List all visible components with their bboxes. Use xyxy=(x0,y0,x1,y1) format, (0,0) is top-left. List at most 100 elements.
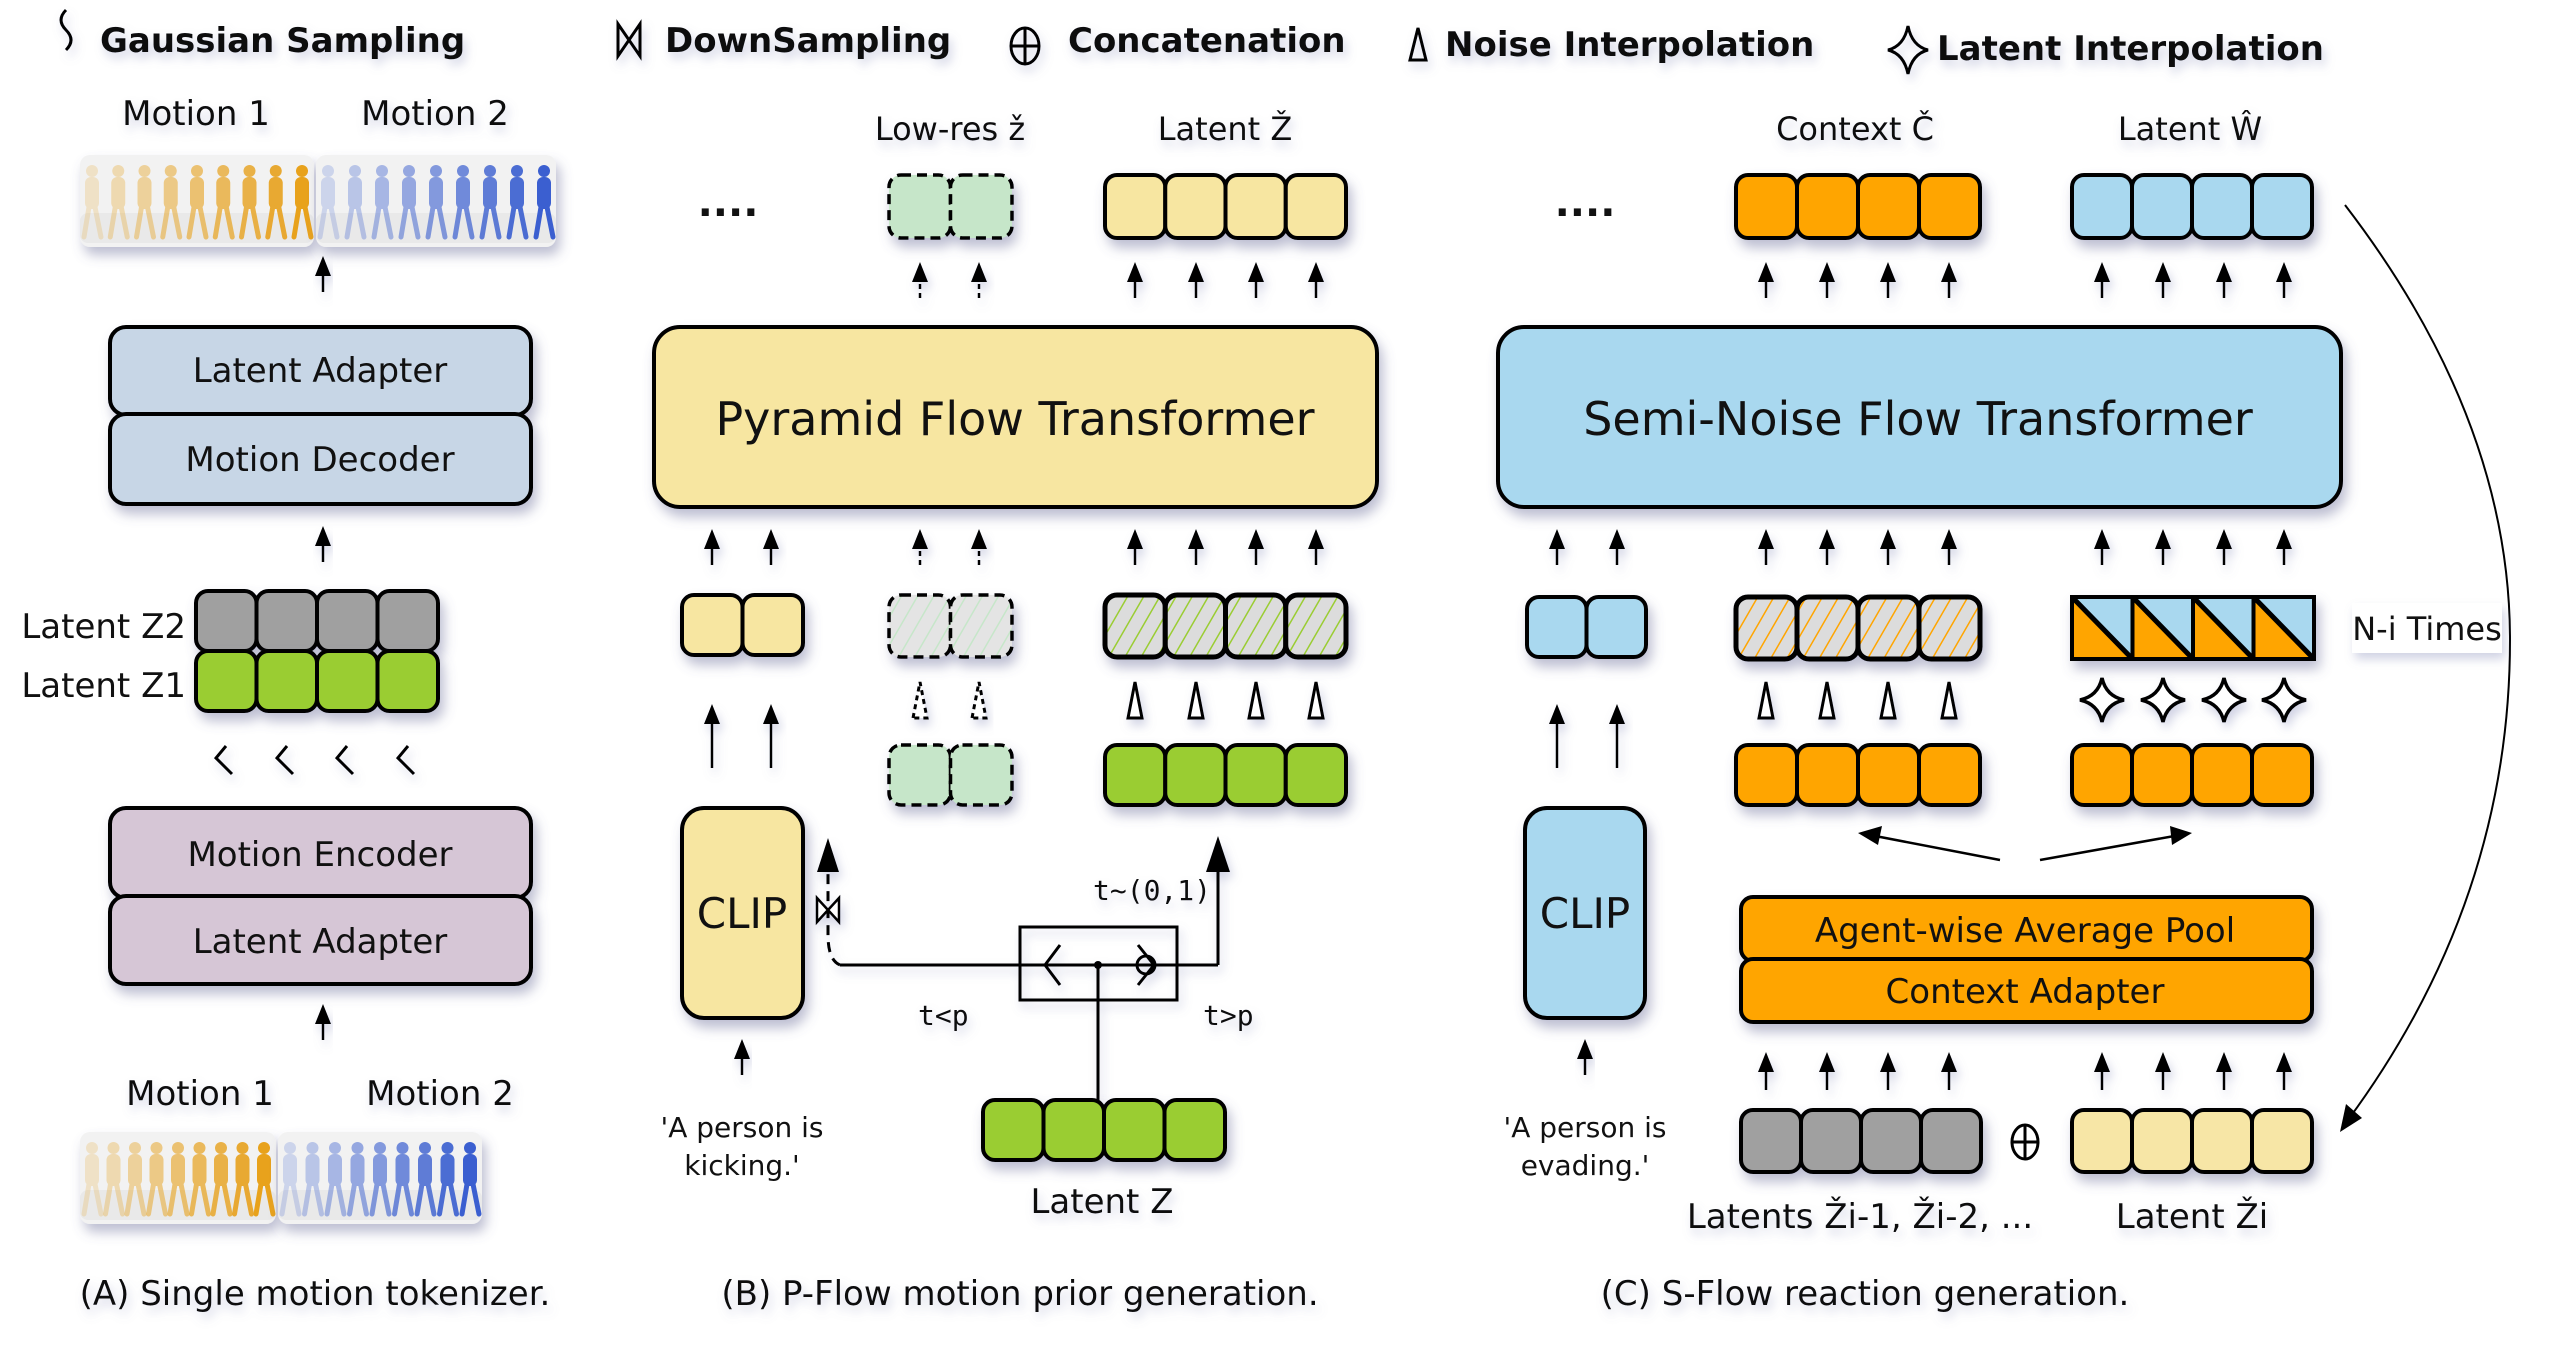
token xyxy=(1525,595,1589,659)
concatenation-icon xyxy=(1009,26,1041,66)
latent-interpolation-icon xyxy=(1887,25,1929,75)
loop-label: N-i Times xyxy=(2352,610,2502,648)
up-arrow xyxy=(1941,262,1957,298)
token xyxy=(1734,743,1799,807)
up-arrow xyxy=(1819,1052,1835,1090)
adapter-input-arrows xyxy=(2094,1052,2292,1090)
gaussian-sampling-icon xyxy=(59,8,73,52)
human-figure xyxy=(124,1142,147,1217)
up-arrow xyxy=(1758,529,1774,565)
noise-interpolation-icon xyxy=(1879,681,1897,720)
legend-label: Noise Interpolation xyxy=(1445,25,1814,65)
up-arrow xyxy=(315,256,331,292)
gaussian-sampling-icon xyxy=(274,745,295,776)
latent-interpolation-row xyxy=(2079,677,2307,723)
pyramid-flow-transformer-label: Pyramid Flow Transformer xyxy=(715,392,1314,446)
downsampling-icon xyxy=(815,894,841,926)
legend: Gaussian Sampling DownSampling Concatena… xyxy=(59,8,2324,75)
motion-1-thumbnail xyxy=(80,155,314,247)
token xyxy=(254,589,319,653)
legend-label: DownSampling xyxy=(665,21,951,61)
motion-label: Motion 1 xyxy=(122,94,270,134)
token xyxy=(194,589,259,653)
token xyxy=(948,743,1014,807)
clip-encoder xyxy=(1523,806,1647,1020)
token xyxy=(1795,173,1860,240)
human-figure xyxy=(371,165,394,240)
clip-encoder xyxy=(680,806,805,1020)
human-figure xyxy=(324,1142,347,1217)
noise-interpolation-icon xyxy=(1247,681,1265,720)
up-arrow xyxy=(1819,262,1835,298)
blue-figures xyxy=(316,165,556,243)
panel-a-caption: (A) Single motion tokenizer. xyxy=(80,1274,551,1314)
token xyxy=(1283,173,1348,240)
timestep-sampler-label: t~(0,1) xyxy=(1093,874,1211,907)
human-figure xyxy=(160,165,183,240)
human-figure xyxy=(479,165,502,240)
token xyxy=(1163,173,1228,240)
panel-a: Motion 1 Motion 2 Latent Adapter Motion … xyxy=(21,94,556,1314)
token xyxy=(1799,1108,1863,1174)
input-arrows xyxy=(912,529,987,565)
human-figure xyxy=(189,1142,211,1217)
semi-noise-tokens xyxy=(2070,595,2316,661)
human-figure xyxy=(107,165,130,240)
legend-label: Gaussian Sampling xyxy=(100,21,465,61)
agent-wise-average-pool-label: Agent-wise Average Pool xyxy=(1815,911,2235,951)
up-arrow xyxy=(1880,262,1896,298)
motion-encoder-label: Motion Encoder xyxy=(187,835,452,875)
split-arrows xyxy=(1858,826,2192,862)
panel-c-caption: (C) S-Flow reaction generation. xyxy=(1601,1274,2130,1314)
human-figure xyxy=(81,165,104,240)
up-arrow xyxy=(1127,529,1143,565)
loop-arrow: N-i Times xyxy=(2340,204,2512,1132)
human-figure xyxy=(317,165,340,240)
latent-zi-label: Latent Ži xyxy=(2116,1196,2268,1237)
human-figure xyxy=(302,1142,324,1217)
human-figure xyxy=(347,1142,369,1217)
token xyxy=(1856,173,1921,240)
token xyxy=(1916,594,1983,662)
previous-latents-label: Latents Ži-1, Ži-2, ... xyxy=(1687,1196,2033,1237)
human-figure xyxy=(210,1142,233,1217)
token xyxy=(1102,592,1168,660)
human-figure xyxy=(344,165,367,240)
legend-label: Latent Interpolation xyxy=(1937,29,2324,69)
legend-gaussian-sampling: Gaussian Sampling xyxy=(59,8,465,61)
human-figure xyxy=(437,1142,459,1217)
token xyxy=(2130,173,2194,240)
token xyxy=(2250,743,2314,807)
blue-figures xyxy=(278,1142,482,1220)
up-arrow xyxy=(2276,262,2292,298)
latent-interpolation-icon xyxy=(2201,677,2247,723)
human-figure xyxy=(134,165,156,240)
token xyxy=(1283,592,1349,660)
encoder-stack xyxy=(108,806,533,986)
panel-b-caption: (B) P-Flow motion prior generation. xyxy=(721,1274,1318,1314)
up-arrow xyxy=(2216,262,2232,298)
noise-interpolation-row xyxy=(1757,681,1958,720)
output-arrows xyxy=(1758,262,1957,298)
token xyxy=(1584,595,1648,659)
noise-interpolation-icon xyxy=(1187,681,1205,720)
ellipsis: .... xyxy=(698,180,759,226)
motion-label: Motion 2 xyxy=(361,94,509,134)
noise-interpolation-row xyxy=(911,681,988,720)
up-arrow xyxy=(1941,529,1957,565)
latent-z2-label: Latent Z2 xyxy=(21,607,186,647)
noise-interpolation-icon xyxy=(1307,681,1325,720)
noise-interpolation-icon xyxy=(1126,681,1144,720)
token xyxy=(1041,1098,1106,1162)
noise-interpolation-icon xyxy=(911,681,929,720)
latent-z-hat-label: Latent Ž xyxy=(1158,110,1293,148)
token xyxy=(2190,1108,2254,1174)
semi-noise-token xyxy=(2191,595,2256,661)
up-arrow xyxy=(315,526,331,562)
latent-z1-tokens xyxy=(194,649,440,713)
ellipsis: .... xyxy=(1555,180,1616,226)
pyramid-flow-transformer xyxy=(652,325,1379,509)
token xyxy=(1223,592,1289,660)
previous-latents-tokens xyxy=(1739,1108,1983,1174)
branch-right-label: t>p xyxy=(1203,999,1254,1032)
